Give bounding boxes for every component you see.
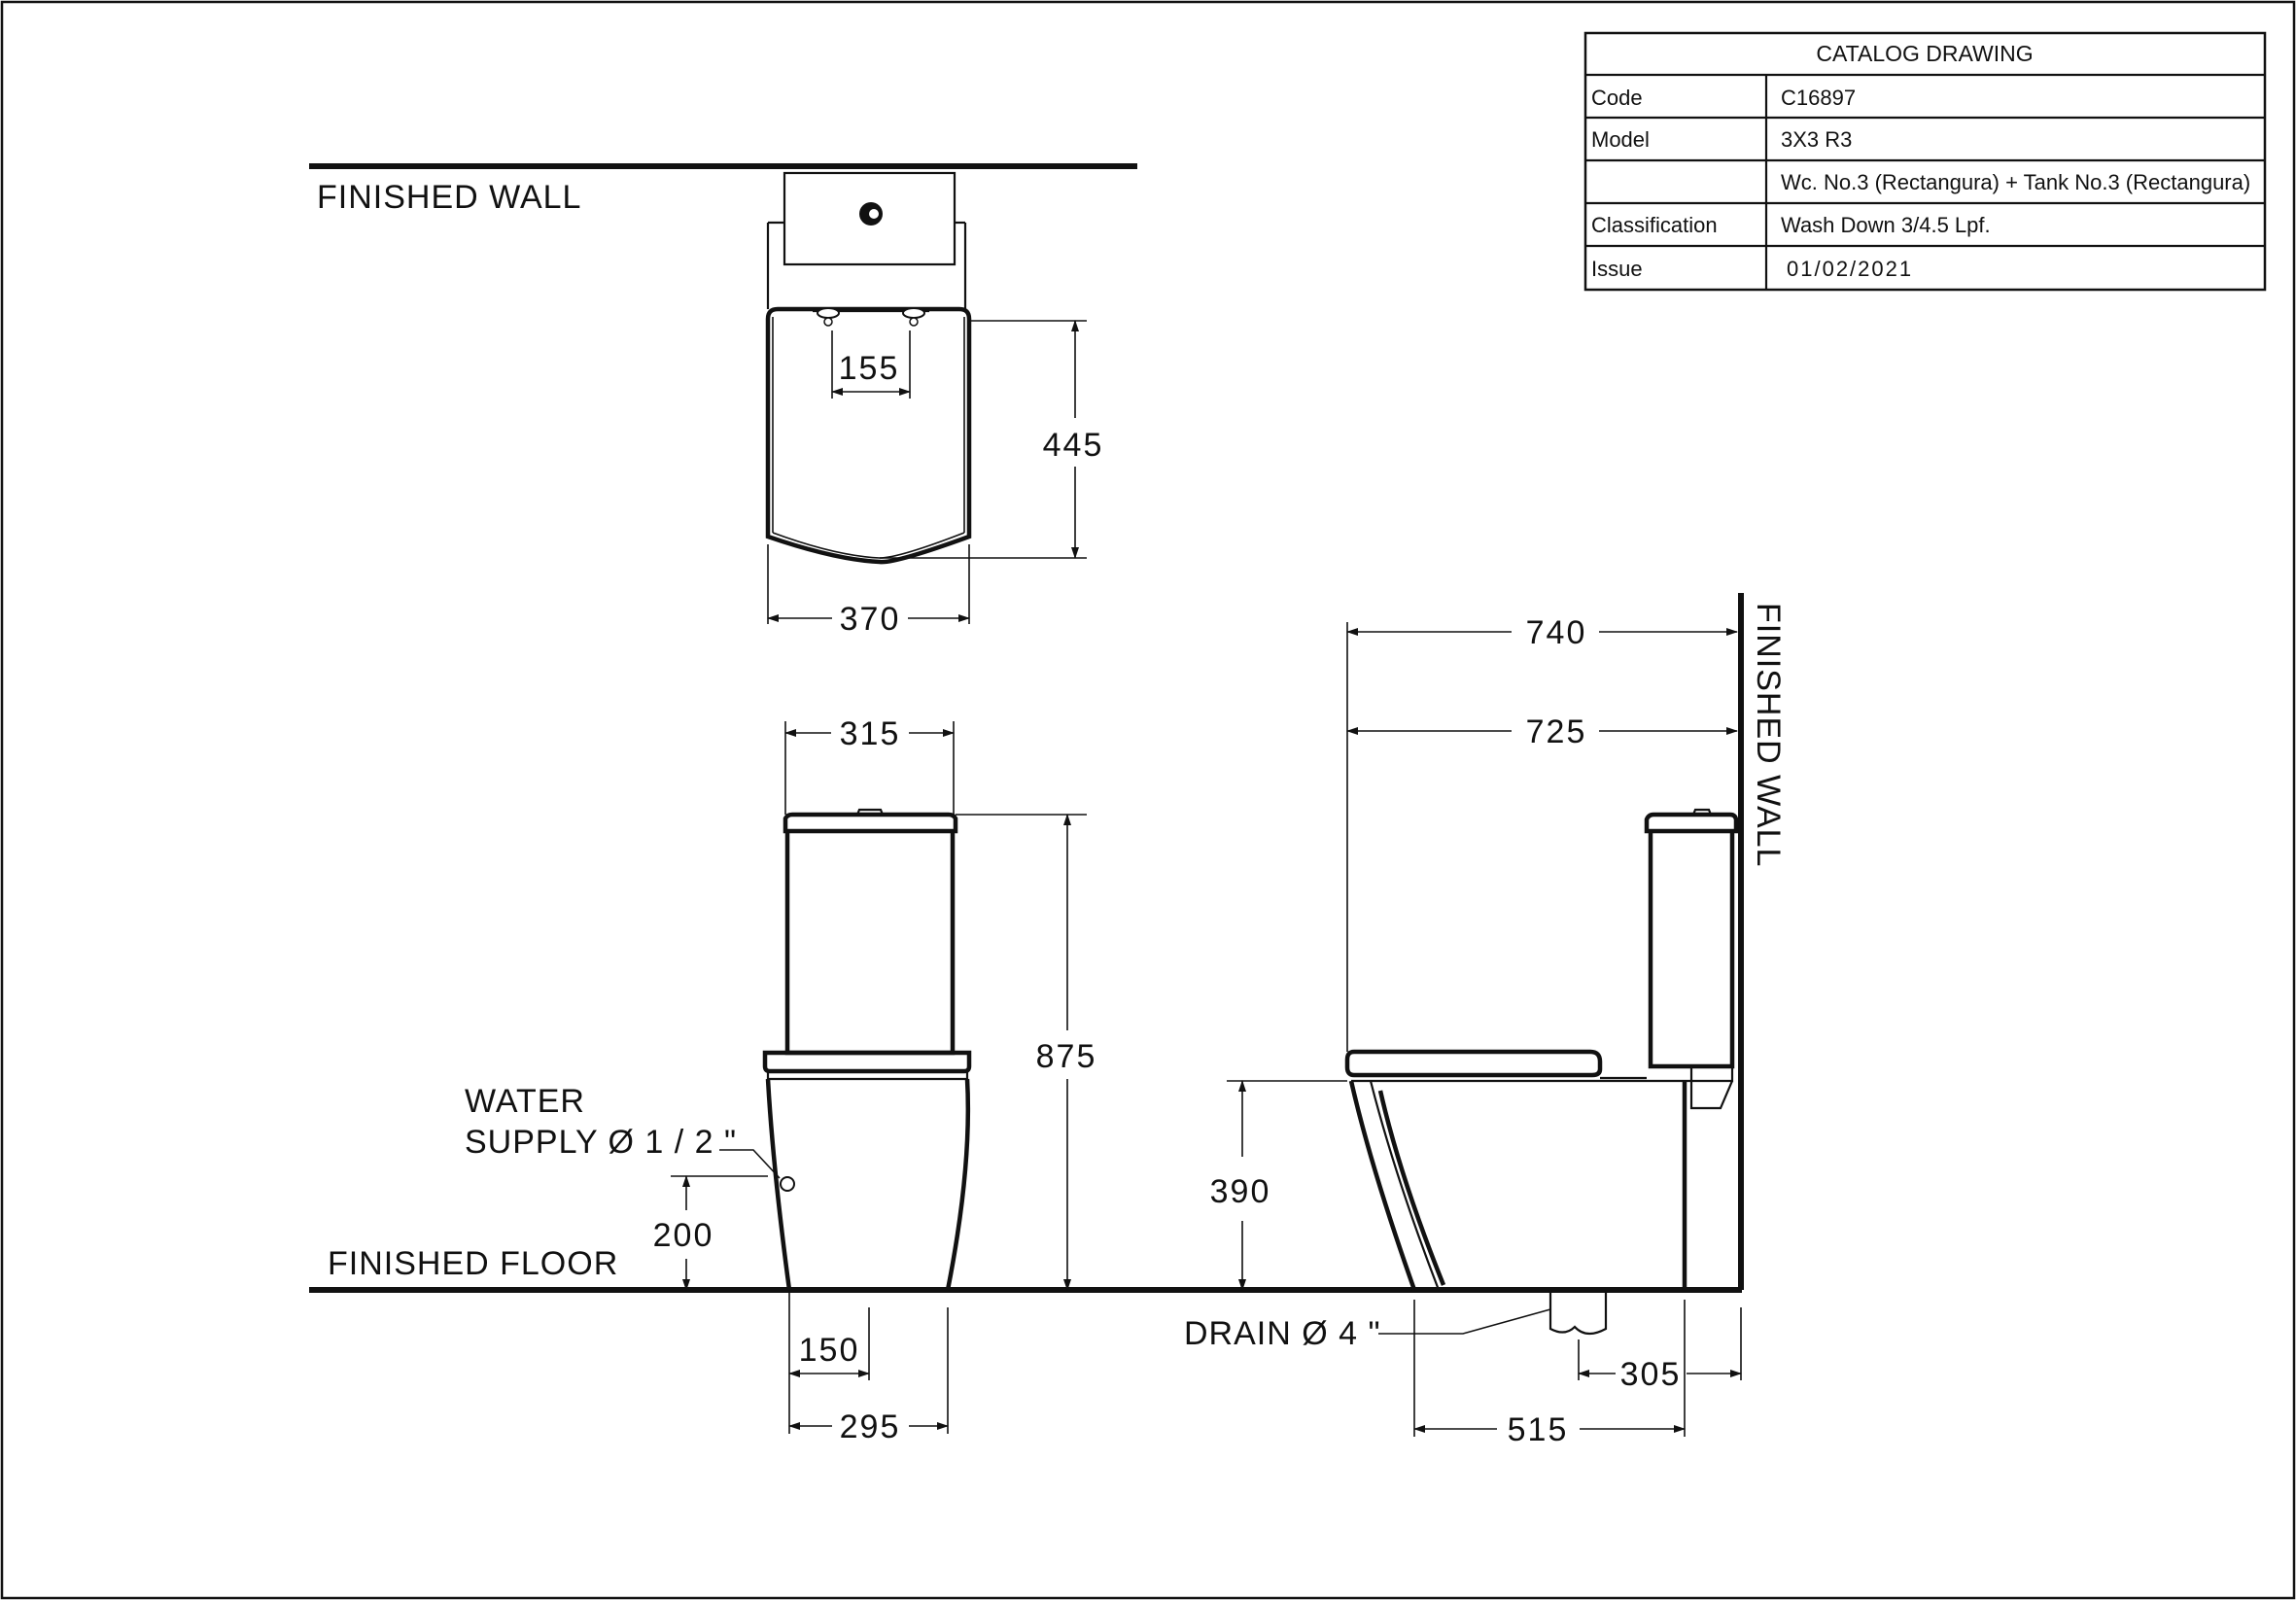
dim-supply-height: 200 <box>653 1217 714 1254</box>
dim-top-width: 370 <box>840 601 901 638</box>
title-block-value-code: C16897 <box>1781 86 1856 110</box>
dim-supply-offset: 150 <box>799 1332 860 1369</box>
finished-floor-label: FINISHED FLOOR <box>328 1245 618 1282</box>
dim-seat-height: 390 <box>1210 1173 1271 1210</box>
dim-bowl-depth: 725 <box>1526 713 1587 750</box>
title-block-value-model: 3X3 R3 <box>1781 127 1852 152</box>
front-view: 315 875 WATER SUPPLY Ø 1 / 2 " 200 150 2… <box>465 715 1097 1445</box>
title-block-value-classification: Wash Down 3/4.5 Lpf. <box>1781 213 1991 237</box>
title-block-label-issue: Issue <box>1591 257 1643 281</box>
title-block-label-classification: Classification <box>1591 213 1718 237</box>
drain-label: DRAIN Ø 4 " <box>1184 1315 1381 1352</box>
dim-base-width: 295 <box>840 1409 901 1445</box>
dim-total-height: 875 <box>1036 1038 1097 1075</box>
water-supply-inlet-icon <box>780 1176 795 1192</box>
title-block-value-description: Wc. No.3 (Rectangura) + Tank No.3 (Recta… <box>1781 170 2250 194</box>
dim-top-depth: 445 <box>1043 427 1104 464</box>
top-view: FINISHED WALL 155 445 <box>309 163 1137 638</box>
title-block-label-model: Model <box>1591 127 1650 152</box>
dim-base-length: 515 <box>1508 1411 1569 1448</box>
title-block-label-code: Code <box>1591 86 1643 110</box>
finished-wall-label-side: FINISHED WALL <box>1750 603 1787 867</box>
water-supply-label-line1: WATER <box>465 1083 585 1120</box>
finished-wall-label-top: FINISHED WALL <box>317 179 581 216</box>
dim-total-depth: 740 <box>1526 614 1587 651</box>
title-block-value-issue: 01/02/2021 <box>1787 257 1913 281</box>
side-view: FINISHED WALL 740 725 390 <box>1184 593 1787 1448</box>
title-block-header: CATALOG DRAWING <box>1816 41 2033 66</box>
dim-tank-width: 315 <box>840 715 901 752</box>
flush-button-icon <box>859 202 883 226</box>
dim-drain-distance: 305 <box>1620 1356 1682 1393</box>
water-supply-label-line2: SUPPLY Ø 1 / 2 " <box>465 1124 737 1161</box>
dim-fixing-spacing: 155 <box>839 350 900 387</box>
title-block: CATALOG DRAWING Code C16897 Model 3X3 R3… <box>1583 31 2267 292</box>
